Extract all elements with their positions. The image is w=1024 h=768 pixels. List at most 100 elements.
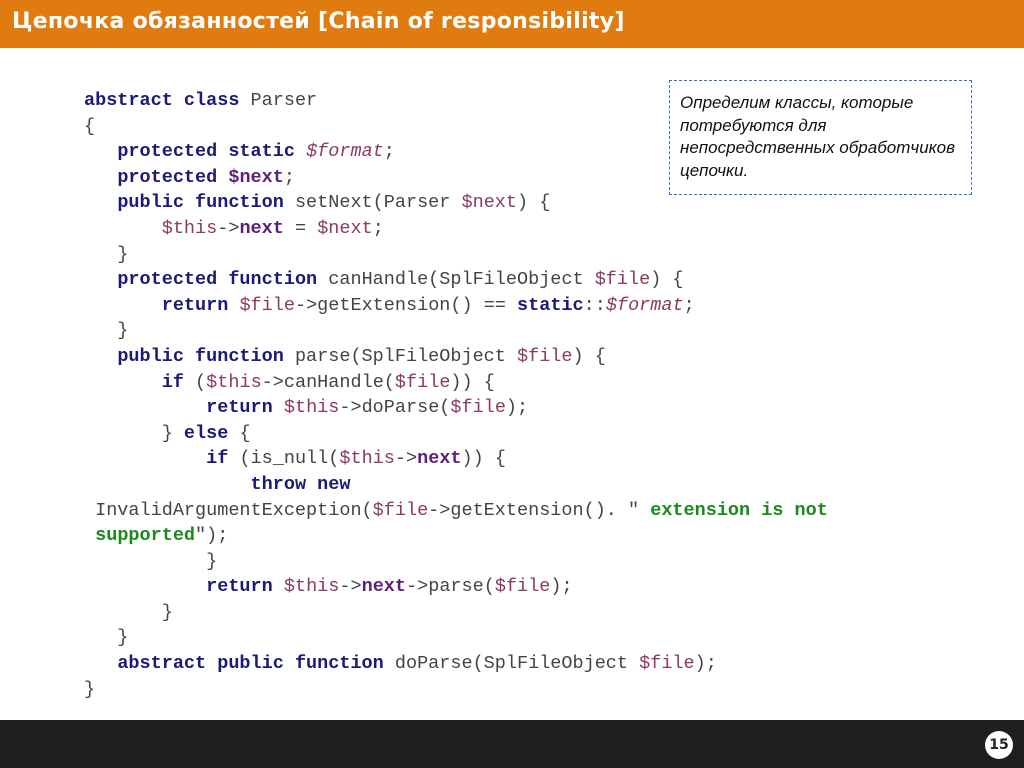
code-token: $format: [605, 294, 684, 316]
code-line: if ($this->canHandle($file)) {: [84, 370, 984, 396]
code-token: $file: [450, 397, 506, 419]
code-token: $next: [317, 217, 373, 239]
page-number-badge: 15: [985, 731, 1013, 759]
code-token: protected static: [117, 141, 295, 163]
code-line: protected static $format;: [84, 139, 984, 165]
code-token: $this: [283, 576, 340, 598]
code-token: if: [161, 371, 184, 393]
code-token: ->: [394, 448, 418, 470]
code-line: return $this->next->parse($file);: [84, 574, 984, 600]
code-token: public function: [117, 345, 284, 367]
code-token: setNext(Parser: [283, 192, 462, 214]
code-token: if: [206, 448, 229, 470]
code-token: [84, 269, 117, 290]
code-token: =: [283, 217, 318, 239]
code-token: doParse(SplFileObject: [383, 653, 640, 675]
code-token: [84, 346, 117, 367]
code-line: }: [84, 625, 984, 651]
code-token: [84, 192, 117, 213]
code-line: return $file->getExtension() == static::…: [84, 293, 984, 319]
code-line: public function setNext(Parser $next) {: [84, 190, 984, 216]
code-token: }: [84, 320, 129, 342]
code-token: Parser: [239, 90, 318, 111]
code-token: [84, 141, 117, 162]
code-token: $this: [206, 371, 262, 393]
code-token: [84, 653, 117, 674]
code-token: ;: [372, 217, 384, 239]
code-token: )) {: [461, 448, 506, 470]
code-token: {: [84, 115, 96, 137]
code-line: }: [84, 600, 984, 626]
code-token: );: [505, 397, 529, 419]
code-token: next: [417, 448, 462, 470]
code-token: ::: [583, 294, 606, 316]
code-token: abstract class: [84, 90, 240, 111]
code-token: return: [161, 294, 229, 316]
code-token: ;: [383, 141, 395, 163]
code-line: supported");: [84, 523, 984, 549]
code-token: ->parse(: [406, 576, 495, 598]
code-token: }: [84, 678, 96, 700]
code-token: [84, 397, 206, 418]
code-token: [295, 141, 306, 162]
code-token: [84, 167, 117, 188]
code-token: }: [84, 627, 129, 649]
code-token: [84, 218, 162, 239]
code-line: return $this->doParse($file);: [84, 395, 984, 421]
code-token: $next: [228, 166, 284, 188]
code-token: ) {: [572, 345, 606, 367]
slide-title: Цепочка обязанностей [Chain of responsib…: [12, 9, 625, 34]
code-token: ) {: [517, 192, 551, 214]
code-token: [273, 397, 284, 418]
code-line: {: [84, 114, 984, 140]
code-line: }: [84, 549, 984, 575]
code-token: [84, 525, 95, 546]
code-token: return: [206, 576, 273, 598]
code-token: $this: [339, 448, 395, 470]
code-token: $file: [394, 371, 451, 393]
code-token: [84, 372, 162, 393]
code-token: $file: [639, 653, 695, 675]
code-token: ;: [283, 166, 295, 188]
code-token: $file: [239, 294, 295, 316]
code-line: }: [84, 318, 984, 344]
code-line: $this->next = $next;: [84, 216, 984, 242]
code-line: protected $next;: [84, 165, 984, 191]
code-token: next: [361, 576, 407, 598]
code-token: );: [694, 653, 717, 675]
code-line: public function parse(SplFileObject $fil…: [84, 344, 984, 370]
note-box: Определим классы, которые потребуются дл…: [669, 80, 972, 195]
code-line: abstract public function doParse(SplFile…: [84, 651, 984, 677]
code-line: protected function canHandle(SplFileObje…: [84, 267, 984, 293]
code-token: $file: [372, 499, 429, 521]
code-token: protected: [117, 166, 218, 188]
code-token: ;: [683, 294, 695, 316]
code-token: ->: [217, 217, 240, 239]
code-token: (is_null(: [228, 448, 340, 470]
code-line: throw new: [84, 472, 984, 498]
code-token: )) {: [450, 371, 495, 393]
code-token: }: [84, 243, 129, 265]
code-token: return: [206, 397, 273, 419]
code-token: $this: [161, 217, 218, 239]
code-token: [84, 295, 162, 316]
code-token: (: [183, 371, 207, 393]
code-token: [228, 295, 239, 316]
code-line: }: [84, 242, 984, 268]
code-token: $file: [494, 576, 551, 598]
code-token: $file: [594, 269, 651, 291]
code-token: ) {: [650, 269, 684, 291]
code-token: [84, 474, 251, 495]
code-token: ->doParse(: [339, 397, 451, 419]
code-token: extension is not: [639, 499, 828, 521]
footer-bar: [0, 720, 1024, 768]
code-token: parse(SplFileObject: [283, 345, 517, 367]
code-line: } else {: [84, 421, 984, 447]
code-token: );: [550, 576, 573, 598]
note-text: Определим классы, которые потребуются дл…: [680, 93, 956, 180]
code-block: abstract class Parser { protected static …: [84, 88, 984, 702]
code-token: InvalidArgumentException(: [84, 499, 373, 521]
code-token: }: [84, 422, 184, 444]
code-line: InvalidArgumentException($file->getExten…: [84, 498, 984, 524]
code-token: supported: [95, 525, 196, 547]
